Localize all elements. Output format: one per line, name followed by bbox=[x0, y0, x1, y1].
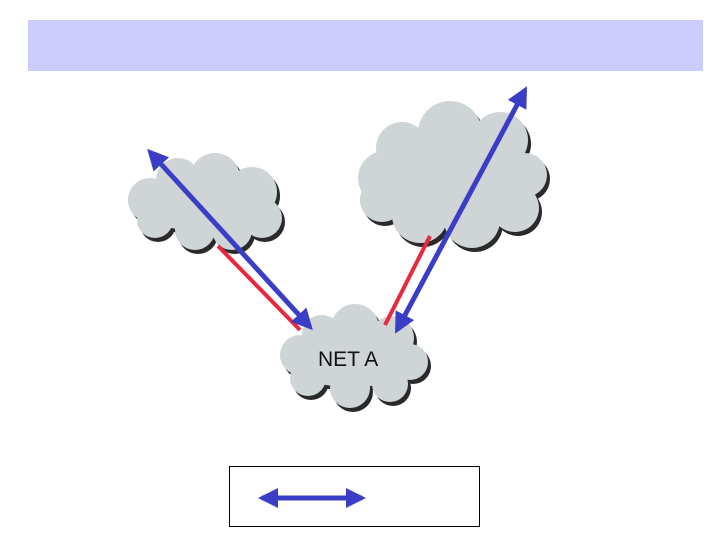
left-cloud bbox=[128, 153, 285, 254]
left-double-arrow bbox=[147, 148, 313, 331]
left-red-link bbox=[216, 244, 302, 332]
legend-box bbox=[229, 466, 480, 527]
right-cloud bbox=[358, 101, 550, 252]
right-double-arrow bbox=[394, 86, 528, 334]
net-a-cloud bbox=[280, 304, 431, 412]
net-a-label: NET A bbox=[318, 348, 379, 371]
title-bar bbox=[28, 20, 703, 71]
double-arrow-icon bbox=[258, 488, 366, 508]
